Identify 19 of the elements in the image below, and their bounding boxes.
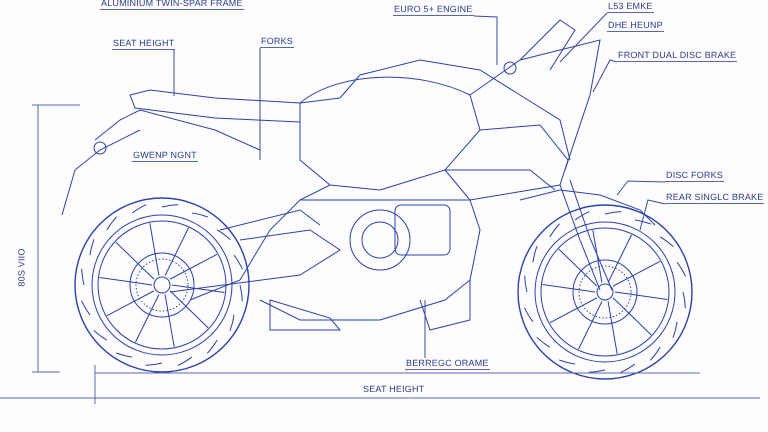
callout-label: FRONT DUAL DISC BRAKE	[617, 50, 738, 62]
leader-line	[592, 59, 618, 92]
callout-label: DISC FORKS	[665, 170, 724, 182]
leader-line	[424, 300, 426, 358]
part-label: DHE HEUNP	[607, 20, 664, 32]
leader-line	[474, 16, 498, 66]
callout-label: SEAT HEIGHT	[112, 38, 176, 50]
part-label: ALUMINIUM TWIN-SPAR FRAME	[100, 0, 244, 10]
part-label: GWENP NGNT	[132, 150, 198, 162]
callout-label: REAR SINGLC BRAKE	[665, 192, 764, 204]
leader-line	[560, 12, 608, 62]
leader-line	[640, 199, 666, 230]
dimension-label: SEAT HEIGHT	[362, 384, 426, 395]
callout-label: EURO 5+ ENGINE	[393, 4, 474, 16]
leader-line	[616, 180, 666, 196]
callout-label: FORKS	[260, 36, 294, 48]
callout-label: BERREGC ORAME	[405, 358, 490, 370]
callout-label: L53 EMKE	[607, 1, 654, 13]
dimension-label: 80S VIIO	[16, 247, 28, 288]
